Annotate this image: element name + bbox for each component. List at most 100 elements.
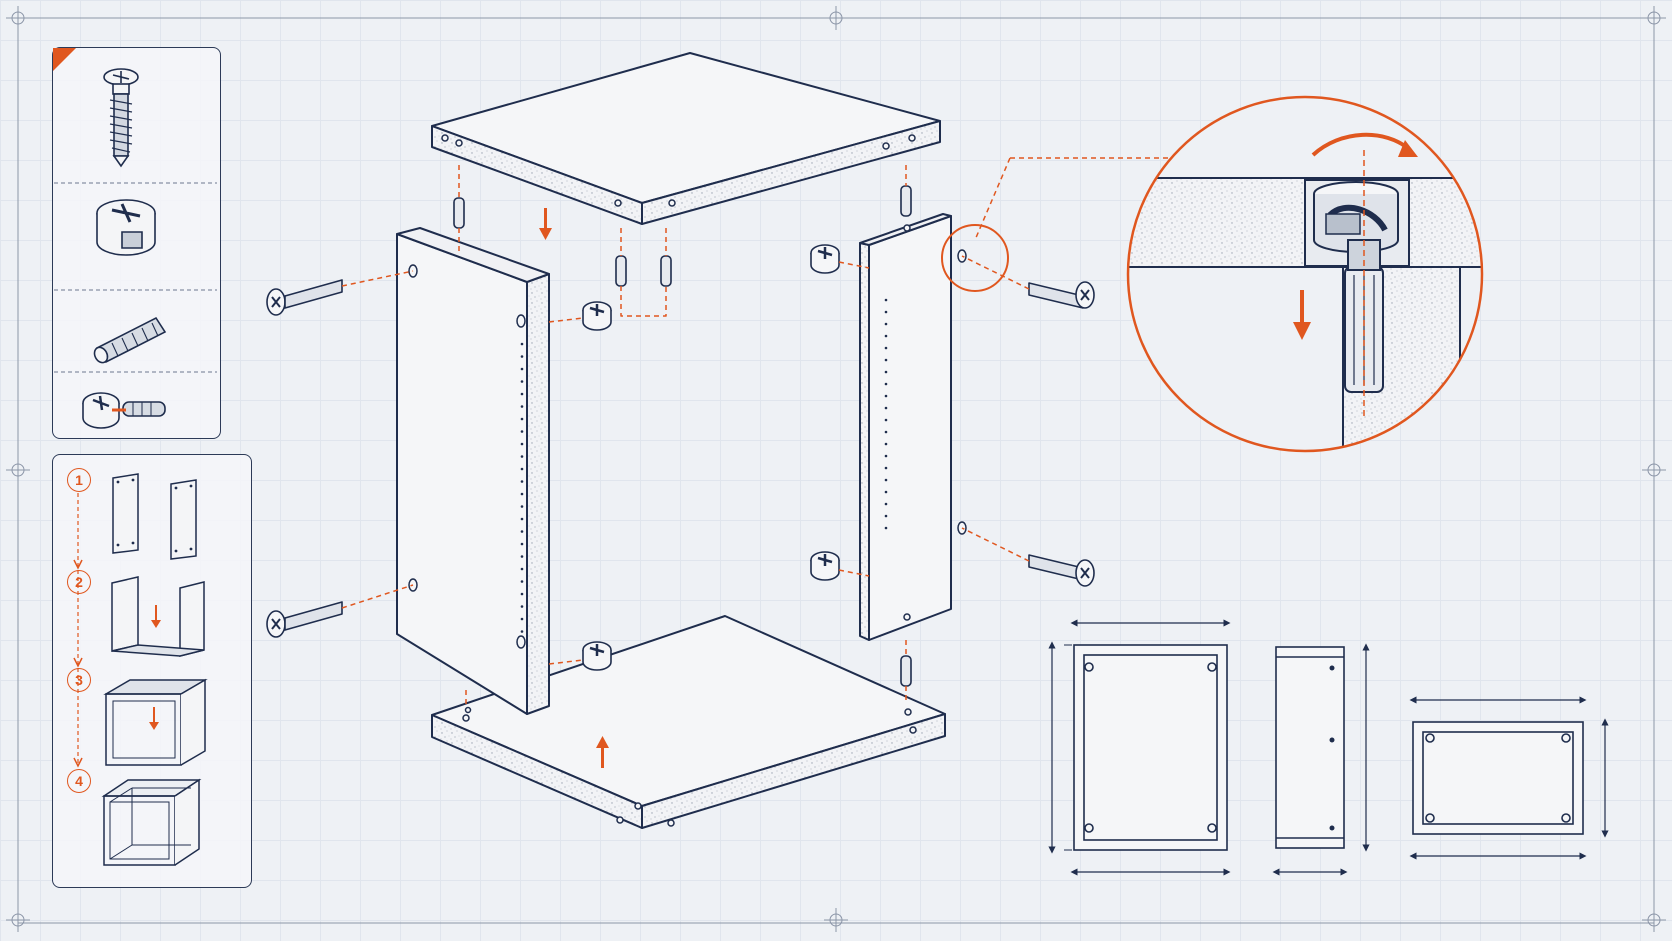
dowel-5 [900, 655, 912, 687]
registration-mark-br [1642, 908, 1666, 932]
shelf-pin-hole [884, 406, 888, 410]
screw-upper-left [266, 279, 343, 316]
shelf-pin-hole [884, 430, 888, 434]
shelf-pin-hole [520, 555, 524, 558]
shelf-pin-hole [884, 514, 888, 518]
side-panels-icon [112, 473, 197, 560]
top-panel [431, 52, 941, 225]
front-view [1048, 619, 1231, 876]
step-number-2: 2 [67, 570, 91, 594]
shelf-pin-hole [520, 342, 524, 346]
cam-lock-lower-right [810, 551, 840, 581]
shelf-pin-hole [520, 417, 524, 421]
cam-lock-icon [96, 199, 156, 256]
shelf-pin-hole [884, 358, 888, 362]
arrow-bottom-up [601, 746, 604, 768]
dowel-2 [615, 255, 627, 287]
cam-lock-detail-icon [1126, 95, 1484, 453]
shelf-pin-hole [884, 394, 888, 398]
shelf-pin-hole [520, 492, 524, 496]
shelf-pin-hole [520, 467, 524, 471]
shelf-pin-hole [520, 592, 524, 596]
dowel-1 [453, 197, 465, 229]
registration-mark-tc [824, 6, 848, 30]
step-number-1: 1 [67, 468, 91, 492]
shelf-pin-hole [884, 346, 888, 350]
arrow-top-down [544, 208, 547, 230]
shelf-pin-hole [884, 502, 888, 506]
top-view [1409, 696, 1609, 860]
cam-lock-upper-right [810, 244, 840, 274]
cam-lock-upper-left [582, 301, 612, 331]
shelf-pin-hole [520, 380, 524, 383]
shelf-pin-hole [884, 310, 888, 314]
shelf-pin-hole [520, 392, 524, 396]
shelf-pin-hole [520, 442, 524, 446]
shelf-pin-hole [520, 630, 524, 633]
shelf-pin-hole [884, 322, 888, 326]
detail-view-ring [1126, 95, 1484, 453]
registration-mark-bl [6, 908, 30, 932]
screw-upper-right [1028, 281, 1095, 309]
step-number-3: 3 [67, 668, 91, 692]
u-frame-icon [111, 576, 205, 657]
shelf-pin-hole [520, 542, 524, 546]
shelf-pin-hole [884, 526, 888, 530]
cam-and-dowel-icon [82, 392, 166, 429]
shelf-pin-hole [520, 430, 524, 433]
registration-mark-bc [824, 908, 848, 932]
right-side-panel [859, 213, 967, 641]
legend-corner-tag [53, 48, 76, 71]
shelf-pin-hole [884, 418, 888, 422]
shelf-pin-hole [884, 370, 888, 374]
screw-lower-right [1028, 554, 1095, 587]
registration-mark-tr [1642, 6, 1666, 30]
dowel-3 [660, 255, 672, 287]
cam-locks [582, 244, 840, 671]
exploded-view [266, 52, 1210, 829]
shelf-pin-hole [520, 505, 524, 508]
dowel-4 [900, 185, 912, 217]
bottom-panel [431, 615, 946, 829]
detail-callout-ring [941, 224, 1009, 292]
sheet-frame [6, 6, 1666, 932]
shelf-pin-hole [884, 490, 888, 494]
orthographic-views [1048, 619, 1609, 876]
shelf-pin-hole [520, 517, 524, 521]
registration-mark-mr [1642, 458, 1666, 482]
screws [266, 279, 1095, 638]
shelf-pin-hole [884, 478, 888, 482]
cam-lock-lower-left [582, 641, 612, 671]
parts-legend [53, 48, 217, 429]
left-side-panel [396, 227, 550, 715]
side-view [1272, 643, 1370, 876]
shelf-pin-hole [884, 466, 888, 470]
shelf-pin-hole [520, 530, 524, 533]
shelf-pin-hole [520, 455, 524, 458]
shelf-pin-hole [520, 580, 524, 583]
finished-box-icon [101, 778, 202, 866]
dowel-icon [93, 316, 167, 364]
shelf-pin-hole [520, 405, 524, 408]
shelf-pin-hole [520, 367, 524, 371]
step-number-4: 4 [67, 769, 91, 793]
shelf-pin-hole [884, 298, 888, 302]
screw-lower-left [266, 601, 343, 638]
assembly-steps [73, 473, 208, 866]
registration-mark-ml [6, 458, 30, 482]
screw-icon [103, 68, 139, 168]
shelf-pin-hole [884, 334, 888, 338]
shelf-pin-hole [520, 480, 524, 483]
assembly-guide-lines [341, 157, 1210, 708]
shelf-pin-hole [884, 442, 888, 446]
shelf-pin-hole [520, 355, 524, 358]
shelf-pin-hole [884, 382, 888, 386]
shelf-pin-hole [520, 567, 524, 571]
direction-arrows [539, 208, 609, 768]
shelf-pin-hole [520, 605, 524, 608]
frame-with-top-icon [103, 678, 208, 766]
shelf-pin-hole [520, 617, 524, 621]
registration-mark-tl [6, 6, 30, 30]
